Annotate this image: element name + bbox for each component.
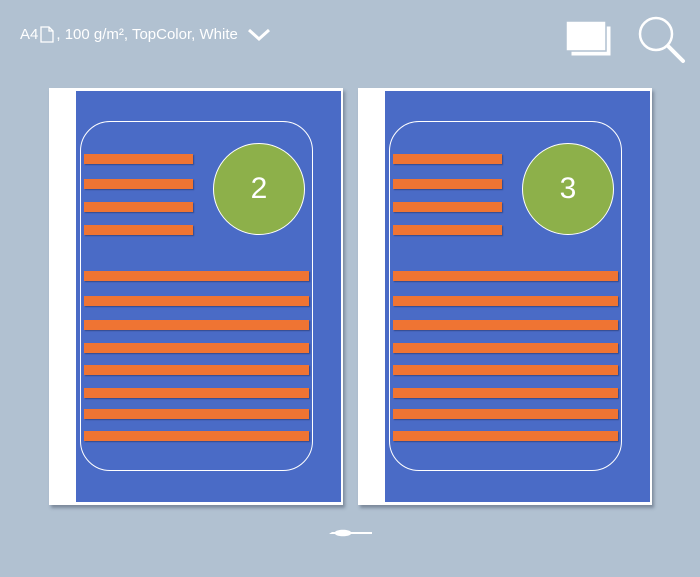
chevron-down-icon[interactable] <box>246 27 272 43</box>
page-content: 2 <box>76 91 341 502</box>
text-line <box>84 431 309 441</box>
text-line <box>393 154 502 164</box>
text-line <box>393 179 502 189</box>
text-line <box>84 202 193 212</box>
paper-details: , 100 g/m², TopColor, White <box>56 26 238 43</box>
paper-size: A4 <box>20 26 39 43</box>
text-line <box>84 179 193 189</box>
media-selector[interactable]: A4 , 100 g/m², TopColor, White <box>20 26 272 43</box>
text-line <box>84 320 309 330</box>
page-thumbnail-3[interactable]: 3 <box>358 88 652 505</box>
text-line <box>84 225 193 235</box>
text-line <box>84 343 309 353</box>
text-line <box>393 409 618 419</box>
text-line <box>393 320 618 330</box>
page-number-badge: 3 <box>522 143 614 235</box>
text-line <box>393 271 618 281</box>
content-frame <box>80 121 313 471</box>
text-line <box>84 271 309 281</box>
content-frame <box>389 121 622 471</box>
page-content: 3 <box>385 91 650 502</box>
text-line <box>84 409 309 419</box>
page-icon <box>40 26 55 43</box>
pages-view-icon[interactable] <box>565 20 613 58</box>
scroll-handle[interactable] <box>328 527 374 541</box>
text-line <box>84 154 193 164</box>
text-line <box>393 388 618 398</box>
search-icon[interactable] <box>636 14 688 66</box>
text-line <box>393 343 618 353</box>
page-thumbnail-2[interactable]: 2 <box>49 88 343 505</box>
text-line <box>84 296 309 306</box>
page-number-badge: 2 <box>213 143 305 235</box>
text-line <box>84 388 309 398</box>
text-line <box>393 296 618 306</box>
text-line <box>84 365 309 375</box>
text-line <box>393 431 618 441</box>
text-line <box>393 202 502 212</box>
text-line <box>393 225 502 235</box>
text-line <box>393 365 618 375</box>
